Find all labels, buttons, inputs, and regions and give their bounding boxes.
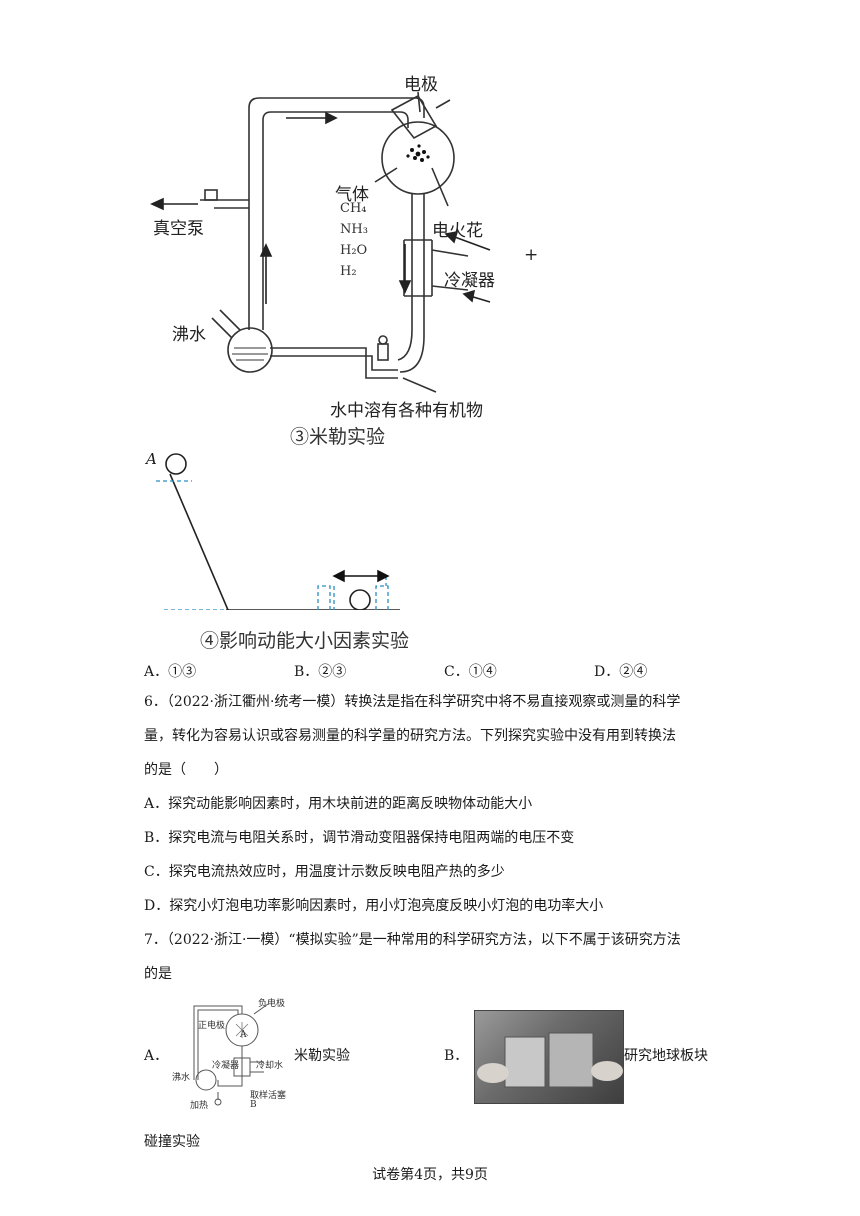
q7-option-a-letter: A． [144,1048,169,1064]
q7-option-b-continuation: 碰撞实验 [144,1134,200,1150]
q5-option-a: A．①③ [144,664,197,680]
molecule-list: CH₄ NH₃ H₂O H₂ [340,198,368,282]
q7-stem-line-1: 7．（2022·浙江·一模）“模拟实验”是一种常用的科学研究方法，以下不属于该研… [144,932,681,948]
q7-option-b-text: 研究地球板块 [624,1048,708,1064]
q7-option-a-figure [193,1003,269,1106]
molecule-nh3: NH₃ [340,222,368,237]
label-spark: 电火花 [432,221,483,241]
q7a-sampling-valve: 取样活塞 [250,1091,287,1101]
q6-stem-line-3: 的是（ ） [144,762,228,778]
molecule-ch4: CH₄ [340,201,367,216]
molecule-h2: H₂ [340,264,357,279]
page-footer: 试卷第4页，共9页 [372,1167,488,1183]
q7a-pos-electrode: 正电极 [198,1021,226,1031]
miller-apparatus-drawing [150,91,491,393]
q5-option-c: C．①④ [444,664,497,680]
point-a-label: A [146,450,157,468]
q7a-cooling-water: 冷却水 [256,1061,284,1071]
q6-option-d: D．探究小灯泡电功率影响因素时，用小灯泡亮度反映小灯泡的电功率大小 [144,898,604,914]
q6-option-c: C．探究电流热效应时，用温度计示数反映电阻产热的多少 [144,864,505,880]
plus-mark: + [524,245,539,265]
kinetic-energy-drawing [156,453,400,610]
label-condenser: 冷凝器 [444,271,495,291]
label-boiling-water: 沸水 [172,325,206,345]
q7-stem-line-2: 的是 [144,966,172,982]
q6-option-a: A．探究动能影响因素时，用木块前进的距离反映物体动能大小 [144,796,533,812]
molecule-h2o: H₂O [340,243,368,258]
q7-option-b-letter: B． [444,1048,469,1064]
figure3-caption: ③米勒实验 [290,426,386,448]
plate-collision-photo [477,1032,623,1088]
label-vacuum-pump: 真空泵 [153,219,204,239]
q6-stem-line-1: 6．（2022·浙江衢州·统考一模）转换法是指在科学研究中将不易直接观察或测量的… [144,694,681,710]
q6-option-b: B．探究电流与电阻关系时，调节滑动变阻器保持电阻两端的电压不变 [144,830,575,846]
label-electrode: 电极 [404,75,438,95]
q7a-heat: 加热 [190,1101,209,1111]
label-organic-solution: 水中溶有各种有机物 [330,401,483,421]
q7-option-a-text: 米勒实验 [294,1048,350,1064]
q7a-boiling: 沸水 [172,1073,191,1083]
q7-option-b-photo [474,1010,624,1104]
q5-option-b: B．②③ [294,664,347,680]
q7a-neg-electrode: 负电极 [258,999,286,1009]
q7a-condenser: 冷凝器 [212,1061,240,1071]
q6-stem-line-2: 量，转化为容易认识或容易测量的科学量的研究方法。下列探究实验中没有用到转换法 [144,728,676,744]
q7a-label-b: B [250,1100,257,1110]
label-gas: 气体 [335,185,369,205]
q7a-label-a: A [240,1030,247,1040]
q5-option-d: D．②④ [594,664,648,680]
figure4-caption: ④影响动能大小因素实验 [200,630,410,652]
